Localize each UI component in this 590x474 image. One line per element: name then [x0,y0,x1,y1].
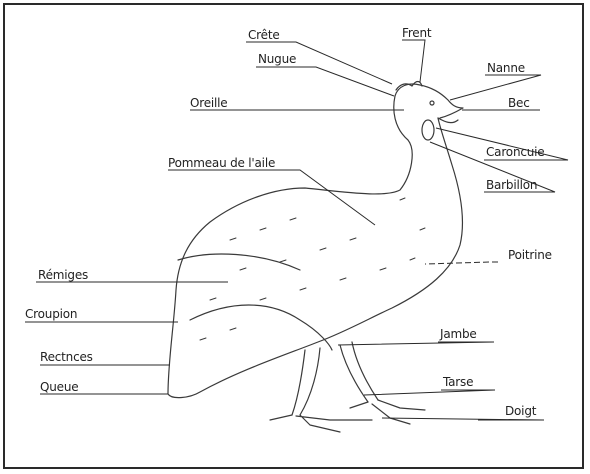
label-poitrine: Poitrine [508,248,552,262]
label-nuque: Nugue [258,52,296,66]
body-outline [168,96,462,398]
head-outline [395,84,463,118]
label-caroncule: Caroncuie [486,145,544,159]
label-bec: Bec [508,96,530,110]
label-doigt: Doigt [505,404,536,418]
label-rectrices: Rectnces [40,350,93,364]
label-crete: Crête [248,28,280,42]
label-croupion: Croupion [25,307,77,321]
foot-left [270,415,372,432]
label-front: Frent [402,26,431,40]
label-jambe: Jambe [440,327,477,341]
label-tarse: Tarse [443,375,473,389]
leader-lines [25,40,568,420]
eye [430,101,434,105]
label-nanne: Nanne [487,61,525,75]
label-oreille: Oreille [190,96,227,110]
leg-left [292,348,320,415]
neck-front [438,118,458,123]
leg-right [340,342,378,402]
wattle [422,120,434,140]
wing-fold [178,254,300,270]
label-barbillon: Barbillon [486,178,537,192]
label-queue: Queue [40,380,78,394]
wing-line [190,305,332,350]
label-pommeau: Pommeau de l'aile [168,156,275,170]
label-remiges: Rémiges [38,268,88,282]
